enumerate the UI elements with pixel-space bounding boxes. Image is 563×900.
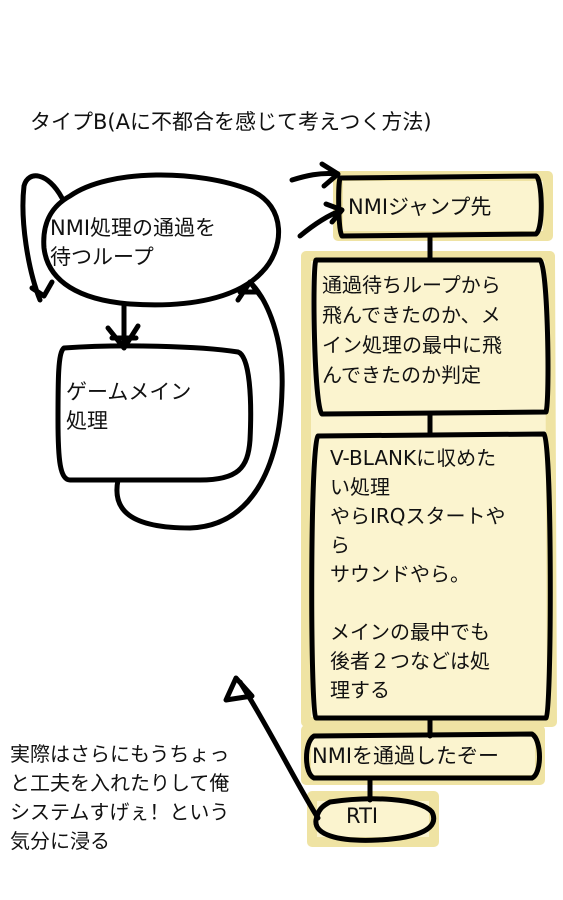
vblank-box [309,431,553,721]
main-process-box [55,343,254,483]
arrow-rti-return [223,675,321,821]
nmi-incoming-arrow-1 [289,161,341,189]
wait-loop-label: NMI処理の通過を 待つループ [50,216,217,269]
passed-box [304,731,542,781]
footnote: 実際はさらにもうちょっ と工夫を入れたりして俺 システムすげぇ！という 気分に浸… [10,742,230,853]
diagram-title: タイプB(Aに不都合を感じて考えつく方法) [30,110,432,134]
rti-label: RTI [346,804,379,828]
wait-loop-oval [41,172,282,308]
arrow-main-to-loop [114,279,285,531]
highlight-rti [307,791,439,847]
highlight-right-column [301,251,557,727]
judge-label: 通過待ちループから 飛んできたのか、メ イン処理の最中に飛 んできたのか判定 [322,273,502,387]
judge-box [311,257,551,417]
nmi-jump-box [336,173,544,239]
self-loop-arrow [20,173,65,303]
vblank-label: V-BLANKに収めた い処理 やらIRQスタートや ら サウンドやら。 メイン… [330,446,506,702]
passed-label: NMIを通過したぞー [312,744,500,768]
arrow-loop-to-main [105,303,141,351]
nmi-jump-label: NMIジャンプ先 [348,195,492,219]
main-process-label: ゲームメイン 処理 [66,380,192,433]
